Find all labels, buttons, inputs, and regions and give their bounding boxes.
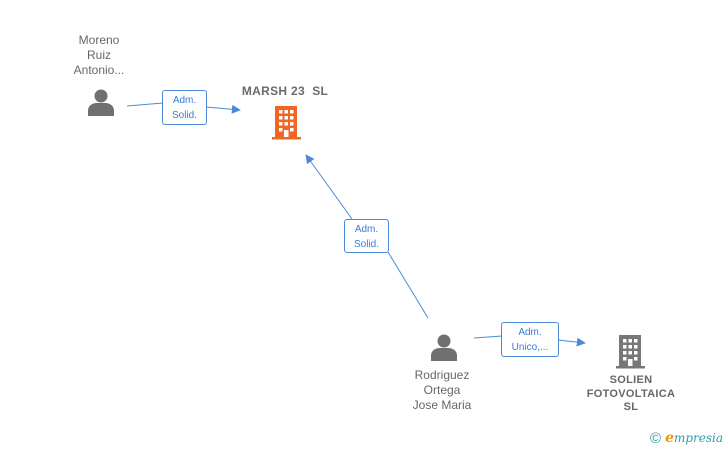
node-label-marsh[interactable]: MARSH 23 SL: [230, 84, 340, 99]
empresia-brand[interactable]: © e mpresia: [650, 429, 723, 447]
edge-label-line: Unico,...: [511, 342, 549, 353]
brand-logo-initial: e: [665, 430, 674, 446]
edge-rodriguez-marsh[interactable]: [305, 154, 429, 319]
edge-label-line: Solid.: [353, 239, 379, 250]
node-name-line: SL: [623, 401, 639, 413]
edge-moreno-marsh[interactable]: [126, 102, 241, 114]
node-label-rodriguez[interactable]: Rodriguez Ortega Jose Maria: [397, 368, 487, 413]
node-name-line: FOTOVOLTAICA: [586, 387, 676, 400]
edge-label-line: Adm.: [354, 224, 379, 235]
node-name-line: MARSH 23 SL: [241, 84, 329, 98]
node-name-line: Moreno: [78, 33, 120, 47]
brand-logo-text: mpresia: [673, 431, 724, 445]
edge-label-line: Adm.: [518, 327, 542, 338]
edge-label-moreno-marsh[interactable]: Adm. Solid.: [162, 90, 207, 125]
building-icon[interactable]: [616, 335, 645, 369]
node-label-moreno[interactable]: Moreno Ruiz Antonio...: [58, 33, 140, 78]
copyright-symbol: ©: [650, 429, 662, 447]
edge-label-line: Adm.: [172, 95, 197, 106]
edge-label-rodriguez-marsh[interactable]: Adm. Solid.: [344, 219, 389, 253]
node-name-line: Jose Maria: [412, 398, 472, 412]
person-icon[interactable]: [431, 334, 457, 362]
node-name-line: Ortega: [423, 383, 461, 397]
edge-label-line: Solid.: [171, 110, 197, 121]
node-label-solien[interactable]: SOLIEN FOTOVOLTAICA SL: [576, 374, 686, 415]
node-name-line: Ruiz: [86, 48, 111, 62]
node-name-line: SOLIEN: [609, 374, 653, 386]
edge-label-rodriguez-solien[interactable]: Adm. Unico,...: [501, 322, 559, 357]
person-icon[interactable]: [88, 89, 114, 117]
node-name-line: Antonio...: [73, 63, 125, 77]
edge-rodriguez-solien[interactable]: [473, 335, 586, 347]
node-name-line: Rodriguez: [414, 368, 470, 382]
building-icon[interactable]: [272, 106, 301, 140]
